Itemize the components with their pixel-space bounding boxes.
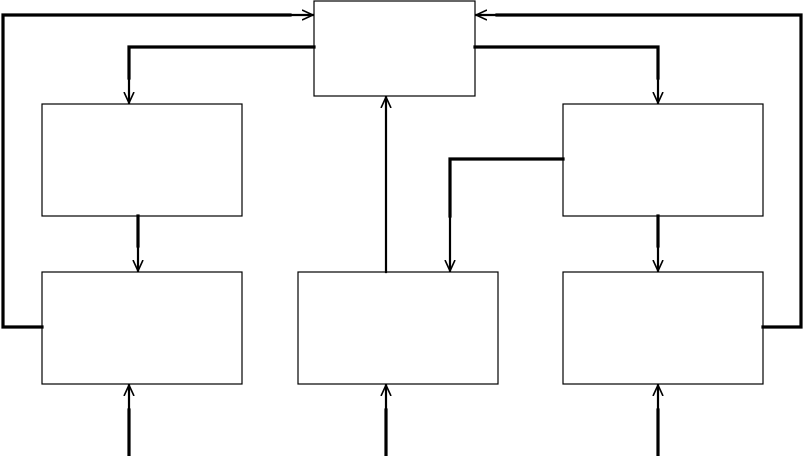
block-upper-left [41, 103, 243, 217]
wire-upper-right-to-lower-center [448, 157, 565, 218]
wire-top-center-to-upper-left [127, 45, 316, 80]
block-upper-right [562, 103, 764, 217]
block-lower-right [562, 271, 764, 385]
wire-lower-right-to-top-center [495, 13, 803, 329]
block-lower-center [297, 271, 499, 385]
wire-lower-left-to-top-center [1, 13, 292, 329]
block-lower-left [41, 271, 243, 385]
blocks [41, 0, 764, 385]
connections [1, 13, 803, 456]
wire-top-center-to-upper-right [473, 45, 660, 80]
block-top-center [313, 0, 476, 97]
